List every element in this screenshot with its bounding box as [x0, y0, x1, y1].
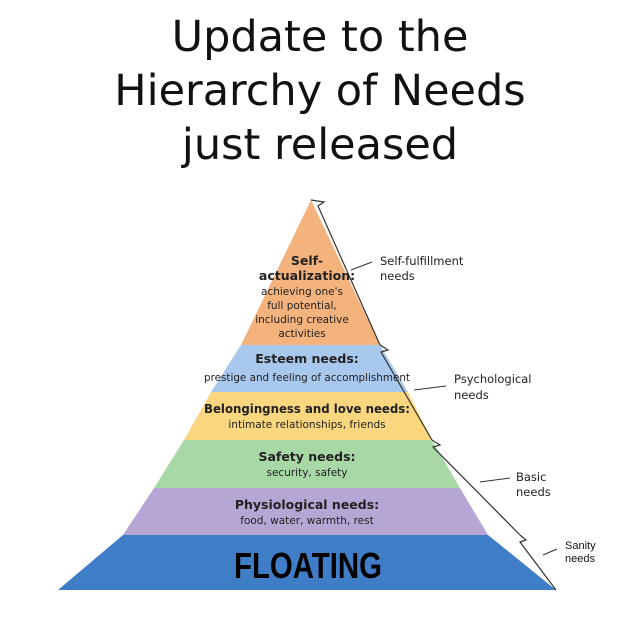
leader-psychological	[413, 385, 447, 391]
bracket-sanity	[519, 534, 557, 591]
safety-desc: security, safety	[267, 467, 348, 479]
self-actualization-title-2: actualization:	[259, 268, 355, 283]
belongingness-desc: intimate relationships, friends	[228, 419, 385, 431]
side-label-basic-2: needs	[516, 485, 551, 499]
tier-esteem	[211, 345, 408, 392]
side-label-sanity-1: Sanity	[565, 540, 596, 552]
physiological-title: Physiological needs:	[235, 497, 379, 512]
esteem-desc: prestige and feeling of accomplishment	[204, 372, 410, 384]
side-label-psychological-2: needs	[454, 388, 489, 402]
tier-self-actualization	[241, 200, 380, 345]
caption-line-1: Update to the	[171, 12, 469, 62]
leader-sanity	[542, 548, 558, 556]
bracket-self-fulfillment	[310, 199, 381, 346]
side-label-sanity-2: needs	[565, 553, 595, 565]
self-actualization-desc-3: including creative	[255, 314, 349, 326]
tier-floating	[58, 535, 556, 590]
meme-caption: Update to the Hierarchy of Needs just re…	[0, 10, 640, 172]
physiological-desc: food, water, warmth, rest	[240, 515, 373, 527]
self-actualization-title-1: Self-	[291, 253, 323, 268]
self-actualization-desc-1: achieving one's	[261, 286, 343, 298]
leader-basic	[479, 477, 511, 483]
esteem-title: Esteem needs:	[255, 351, 359, 366]
caption-line-2: Hierarchy of Needs	[114, 66, 526, 116]
belongingness-title: Belongingness and love needs:	[204, 401, 410, 416]
floating-label: FLOATING	[234, 545, 382, 586]
side-label-self-fulfillment-1: Self-fulfillment	[380, 254, 464, 268]
caption-line-3: just released	[181, 120, 459, 170]
tier-physiological	[123, 488, 488, 535]
bracket-basic	[431, 439, 521, 536]
safety-title: Safety needs:	[258, 449, 355, 464]
side-label-psychological-1: Psychological	[454, 372, 531, 386]
self-actualization-desc-2: full potential,	[267, 300, 337, 312]
bracket-psychological	[379, 344, 433, 441]
tier-safety	[154, 440, 460, 488]
side-label-self-fulfillment-2: needs	[380, 269, 415, 283]
self-actualization-desc-4: activities	[278, 328, 325, 340]
side-label-basic-1: Basic	[516, 470, 546, 484]
leader-self-fulfillment	[350, 261, 373, 271]
tier-belongingness	[184, 392, 432, 440]
